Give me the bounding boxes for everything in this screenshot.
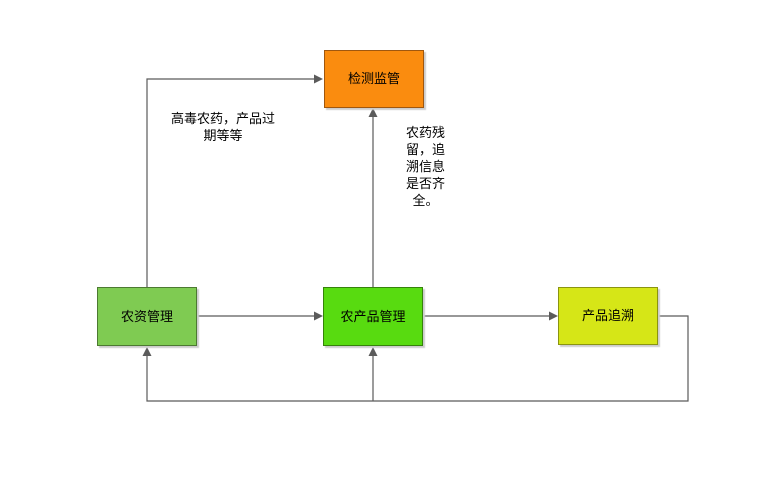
arrowhead-into-nongchanpin-left [314, 311, 323, 321]
edge-label-pesticide-residue: 农药残 留，追 溯信息 是否齐 全。 [405, 125, 445, 208]
edge-zhuisu-feedback-to-nongzi [146, 315, 689, 402]
node-detect-supervision: 检测监管 [324, 50, 424, 108]
arrowhead-into-zhuisu-left [549, 311, 558, 321]
arrowhead-into-nongzi-bottom [142, 347, 152, 356]
arrowhead-into-detect-left [314, 74, 323, 84]
node-agricultural-products-management: 农产品管理 [323, 287, 423, 346]
node-agricultural-materials-management-label: 农资管理 [120, 308, 173, 324]
node-detect-supervision-label: 检测监管 [347, 71, 400, 87]
arrowhead-into-nongchanpin-bottom [368, 347, 378, 356]
node-product-traceability: 产品追溯 [558, 287, 658, 345]
arrowhead-into-detect-bottom [368, 108, 378, 117]
edge-label-toxic-pesticides: 高毒农药，产品过 期等等 [170, 111, 275, 143]
node-agricultural-materials-management: 农资管理 [97, 287, 197, 346]
node-product-traceability-label: 产品追溯 [581, 308, 634, 324]
node-agricultural-products-management-label: 农产品管理 [340, 308, 406, 324]
edge-nongzi-to-detect [146, 78, 314, 287]
